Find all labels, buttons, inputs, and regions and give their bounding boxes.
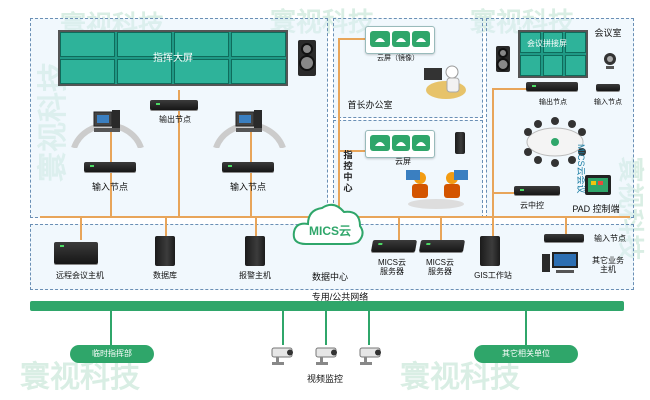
conference-output-node-device	[526, 82, 578, 91]
executive-desk-icon	[410, 58, 470, 103]
data-center-title: 数据中心	[311, 272, 348, 282]
conference-screen-label: 会议拼接屏	[527, 39, 567, 48]
network-bar	[30, 301, 624, 311]
control-cloud-label: 云屏	[395, 157, 411, 166]
conference-speaker	[496, 46, 510, 72]
wire-cmd-left	[110, 130, 112, 218]
wire-conf-h1	[492, 88, 528, 90]
command-input-node-1-label: 输入节点	[91, 182, 128, 192]
conference-output-node-label: 输出节点	[539, 99, 567, 106]
wire-ctrl-h	[338, 150, 366, 152]
conference-table-icon	[514, 112, 596, 168]
surveillance-camera-icon	[268, 344, 298, 366]
wire-office	[338, 38, 340, 218]
gis-label: GIS工作站	[474, 271, 512, 280]
alarm-host-label: 报警主机	[239, 271, 271, 280]
remote-host-label: 远程会议主机	[56, 271, 104, 280]
wire-dc-1	[80, 218, 82, 240]
wire-dc-5	[440, 218, 442, 240]
wire-conf-h2	[492, 192, 514, 194]
network-drop-left	[110, 311, 112, 345]
operators-icon	[402, 166, 472, 210]
command-input-node-1-device	[84, 162, 136, 172]
surveillance-camera-icon	[312, 344, 342, 366]
gis-server	[480, 236, 500, 266]
network-drop-cam3	[368, 311, 370, 345]
other-host-label: 其它业务 主机	[592, 256, 624, 274]
video-surveillance-label: 视频监控	[306, 374, 343, 384]
wire-dc-7	[565, 218, 567, 234]
control-title-char: 中	[343, 172, 353, 182]
surveillance-camera-icon	[356, 344, 386, 366]
database-server	[155, 236, 175, 266]
mics-server-1-device	[370, 240, 418, 252]
command-video-wall	[58, 30, 288, 86]
database-label: 数据库	[153, 271, 177, 280]
related-units: 其它相关单位	[474, 345, 578, 363]
command-speaker	[298, 40, 316, 76]
control-title-char: 控	[343, 161, 353, 171]
wire-dc-6	[492, 218, 494, 236]
wire-cmd-right	[250, 130, 252, 218]
network-drop-right	[525, 311, 527, 345]
cloud-control-label: 云中控	[520, 201, 544, 210]
command-input-node-2-device	[222, 162, 274, 172]
tablet-icon	[584, 174, 612, 196]
wire-office-h	[338, 38, 366, 40]
mics-server-1-label: MICS云 服务器	[378, 258, 406, 276]
command-output-node-device	[150, 100, 198, 110]
control-cloud-screen	[365, 130, 435, 158]
conference-input-node-device	[596, 84, 620, 91]
command-screen-label: 指挥大屏	[153, 53, 193, 64]
wire-cmd-mid	[178, 90, 180, 218]
network-drop-cam2	[325, 311, 327, 345]
mics-server-2-label: MICS云 服务器	[426, 258, 454, 276]
office-title: 首长办公室	[347, 100, 393, 110]
control-title-char: 指	[343, 150, 353, 160]
command-input-node-2-label: 输入节点	[229, 182, 266, 192]
dc-input-node-label: 输入节点	[594, 234, 626, 243]
mics-server-2-device	[418, 240, 466, 252]
other-host-icon	[540, 250, 588, 274]
workstation-icon	[212, 108, 287, 150]
cloud-control-device	[514, 186, 560, 195]
conference-title: 会议室	[594, 28, 622, 38]
mics-cloud-icon	[290, 198, 366, 250]
wire-dc-3	[255, 218, 257, 236]
control-title: 指 控 中 心	[342, 150, 354, 194]
control-speaker	[455, 132, 465, 154]
remote-host-device	[54, 242, 98, 264]
workstation-icon	[70, 108, 145, 150]
network-drop-cam1	[282, 311, 284, 345]
control-title-char: 心	[343, 183, 353, 193]
office-cloud-screen	[365, 26, 435, 54]
wire-conf	[492, 88, 494, 218]
network-label: 专用/公共网络	[311, 292, 369, 302]
mics-cloud-label: MICS云	[308, 224, 351, 238]
pad-control-label: PAD 控制端	[572, 204, 620, 214]
alarm-host-server	[245, 236, 265, 266]
conference-video-wall	[518, 30, 588, 78]
temp-command-post: 临时指挥部	[70, 345, 154, 363]
wire-dc-2	[165, 218, 167, 236]
conference-input-node-label: 输入节点	[594, 99, 622, 106]
webcam-icon	[602, 52, 618, 70]
dc-input-node-device	[544, 234, 584, 242]
wire-dc-4	[398, 218, 400, 240]
command-output-node-label: 输出节点	[159, 115, 191, 124]
office-cloud-label: 云屏（镜像）	[377, 55, 419, 62]
